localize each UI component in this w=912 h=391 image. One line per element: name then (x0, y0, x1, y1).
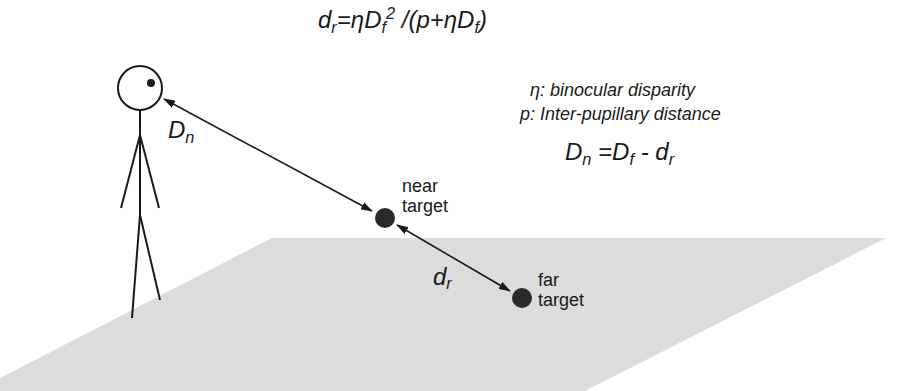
observer-leg (132, 215, 140, 318)
target-dot: far target (512, 288, 532, 308)
subscript: n (185, 128, 194, 146)
formula: dr=ηDf2 /(p+ηDf) (318, 6, 487, 34)
observer-head (118, 66, 162, 110)
distance-arrow (164, 99, 372, 211)
observer-body (139, 110, 141, 215)
subscript: f (381, 18, 386, 36)
subscript: r (669, 150, 674, 168)
symbol-definition: p: Inter-pupillary distance (520, 104, 721, 125)
target-dot: near target (375, 208, 395, 228)
observer-eye (147, 79, 155, 87)
equation: Dn =Df - dr (565, 138, 674, 166)
subscript: r (331, 18, 336, 36)
symbol-definition: η: binocular disparity (530, 80, 695, 101)
subscript: f (474, 18, 479, 36)
observer-arm (140, 135, 159, 208)
distance-label: dr (433, 264, 452, 290)
distance-label: Dn (168, 116, 194, 144)
subscript: n (582, 150, 591, 168)
subscript: f (629, 150, 634, 168)
target-label: far target (538, 270, 584, 310)
observer-arm (121, 135, 140, 208)
superscript: 2 (386, 4, 395, 22)
distance-arrow (397, 225, 510, 291)
target-label: near target (402, 176, 448, 216)
observer-leg (140, 215, 160, 300)
subscript: r (446, 274, 451, 292)
